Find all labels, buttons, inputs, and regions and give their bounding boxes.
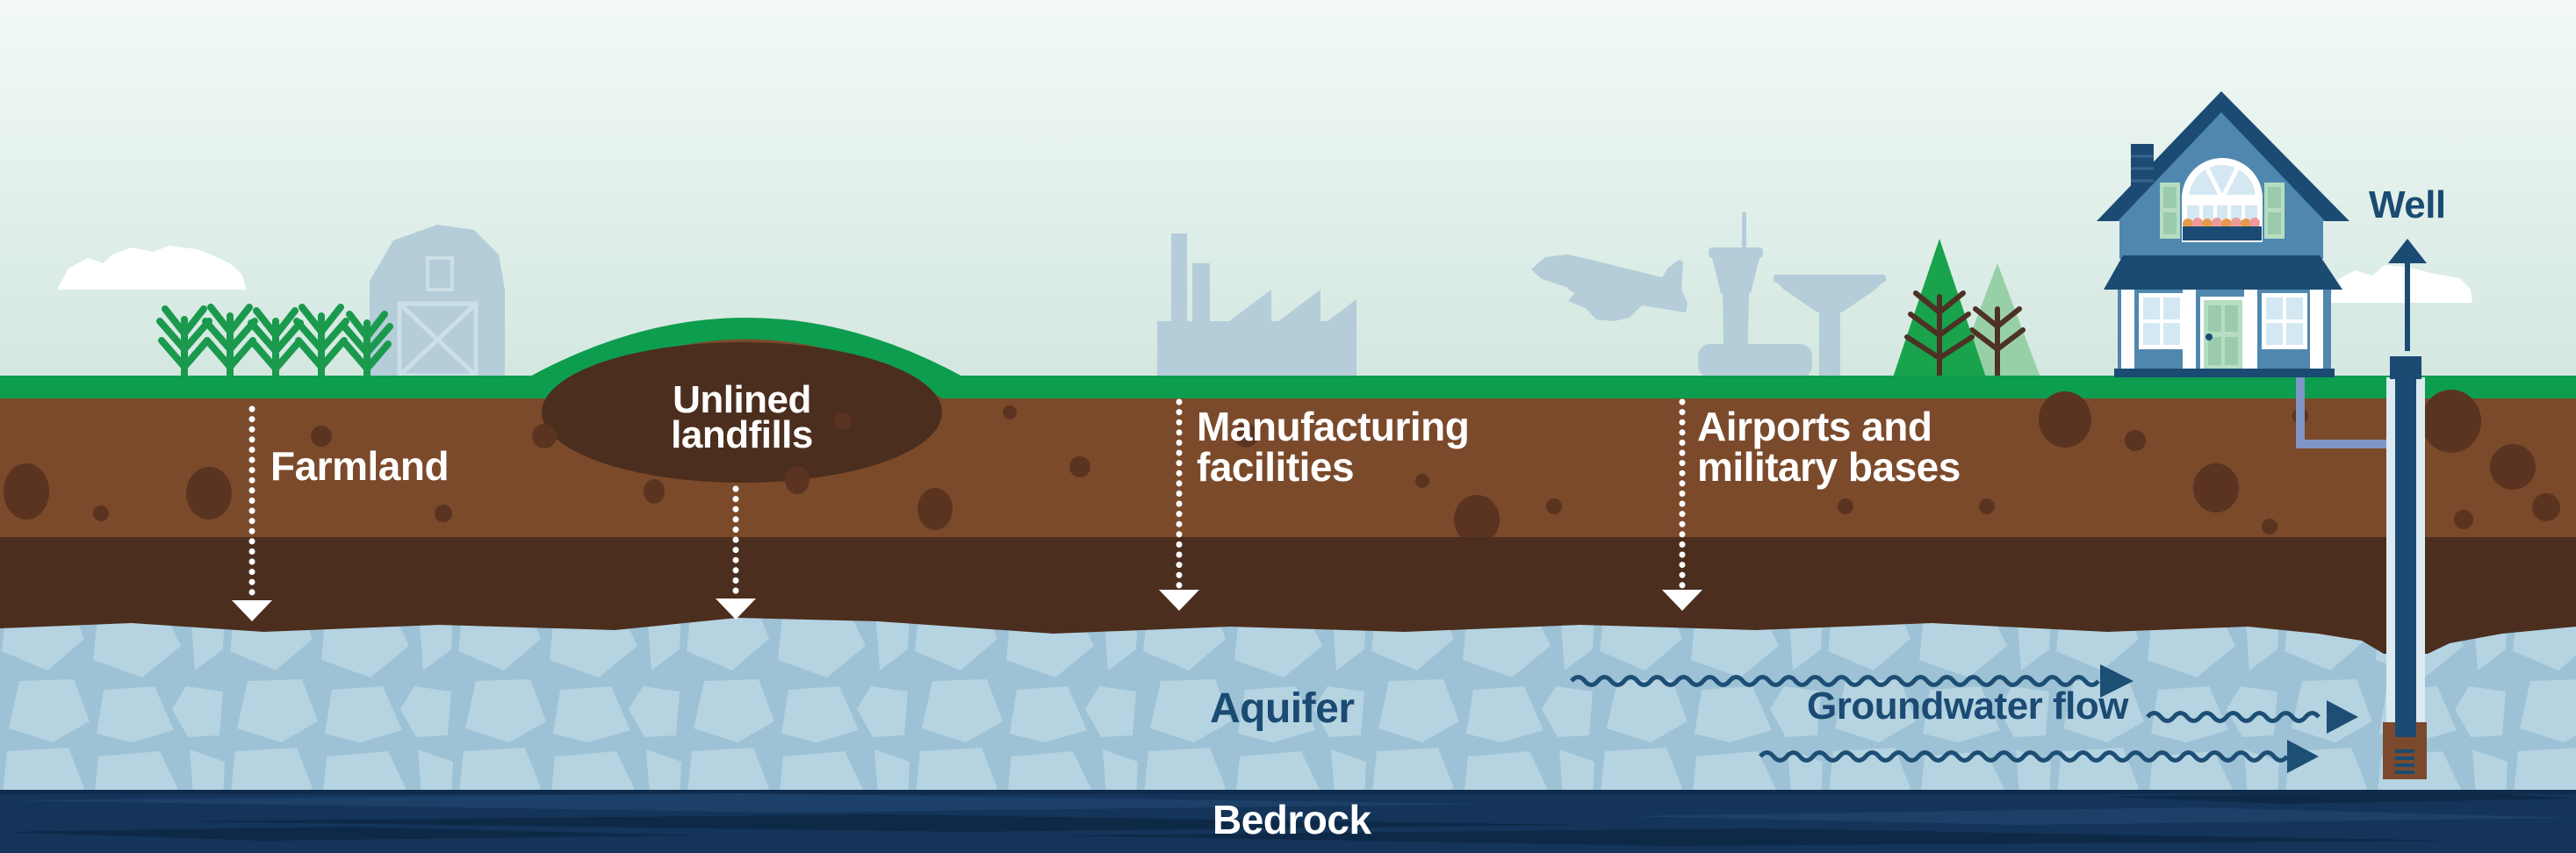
soil-spots (4, 390, 2560, 544)
flow-arrowhead-icon (2100, 664, 2133, 698)
grass-layer (0, 376, 2576, 399)
bedrock-layer (0, 790, 2576, 853)
flow-wave-mid (2146, 711, 2321, 723)
bedrock-label: Bedrock (1212, 797, 1371, 842)
subsoil-layer (0, 537, 2576, 654)
porch-awning (2104, 255, 2342, 290)
well-up-arrow-icon (2388, 239, 2427, 351)
seepage-arrows (248, 398, 1686, 599)
groundwater-flow-arrows (1570, 675, 2321, 763)
farmland-label: Farmland (270, 443, 450, 489)
topsoil-layer (0, 398, 2576, 538)
flow-arrowhead-icon (2287, 740, 2319, 773)
landfill-blob (542, 342, 942, 483)
door-icon (2200, 297, 2246, 370)
flow-arrowheads (2100, 664, 2358, 773)
unlined-landfills-line2: landfills (671, 413, 813, 456)
well-screen-slots (2395, 749, 2414, 774)
airplane-icon (1531, 254, 1687, 321)
unlined-landfills-line1: Unlined (673, 378, 811, 421)
factory-icon (1157, 233, 1356, 376)
crops-icon (156, 304, 393, 383)
down-arrowhead-icon (716, 599, 756, 620)
down-arrowhead-icon (232, 600, 272, 621)
groundwater-flow-label: Groundwater flow (1807, 685, 2129, 728)
house-foundation (2114, 369, 2335, 377)
well-label: Well (2369, 183, 2446, 226)
house-water-pipe (2296, 372, 2388, 448)
well-head (2390, 356, 2421, 379)
shutters-icon (2160, 183, 2285, 239)
well-icon (2383, 356, 2427, 779)
manufacturing-line2: facilities (1197, 444, 1355, 490)
flower-box-icon (2183, 218, 2262, 240)
barn-icon (370, 225, 505, 378)
down-arrowhead-icon (1159, 590, 1199, 611)
flow-arrowhead-icon (2327, 700, 2358, 734)
airports-line2: military bases (1697, 444, 1961, 490)
chimney-icon (2131, 144, 2154, 190)
evergreen-tree-dark-icon (1893, 239, 1986, 380)
seepage-arrowheads (232, 590, 1702, 621)
window-icon (2139, 293, 2184, 349)
cloud-right-icon (2328, 265, 2472, 303)
porch-columns (2121, 290, 2323, 376)
window-icon (2262, 293, 2307, 349)
cloud-left-icon (57, 246, 247, 290)
house-icon (2097, 91, 2349, 377)
down-arrowhead-icon (1662, 590, 1702, 611)
flow-wave-top (1570, 675, 2100, 687)
manufacturing-line1: Manufacturing (1197, 404, 1470, 449)
well-pipe (2395, 358, 2416, 737)
aquifer-label: Aquifer (1210, 685, 1355, 732)
control-tower-icon (1698, 212, 1812, 377)
airports-line1: Airports and (1697, 404, 1932, 449)
water-tower-icon (1774, 275, 1886, 377)
flow-wave-bottom (1759, 750, 2289, 763)
